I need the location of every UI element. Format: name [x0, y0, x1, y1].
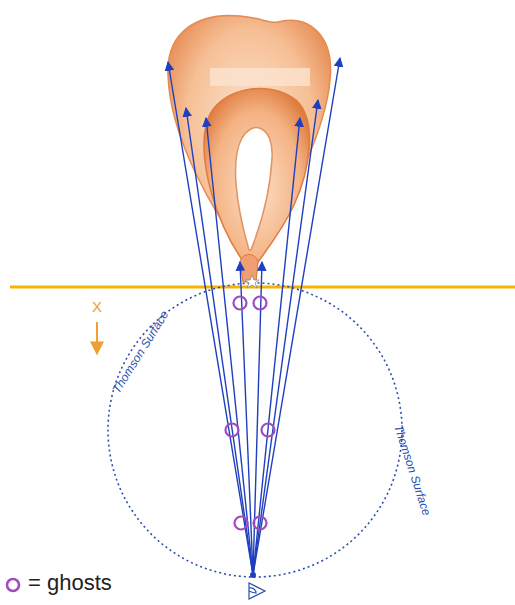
sight-lines [168, 58, 340, 575]
observer-dot [250, 572, 256, 578]
x-arrow [96, 322, 98, 354]
legend-sample [4, 572, 22, 594]
thomson-surface [108, 283, 402, 577]
surface-label: Thomson Surface [110, 309, 170, 396]
legend: = ghosts [4, 572, 112, 594]
ghost-circles [226, 297, 275, 530]
surface-label: Thomson Surface [392, 423, 433, 517]
legend-text: = ghosts [28, 572, 112, 594]
eye-icon [249, 583, 265, 599]
plane-line [10, 286, 515, 289]
axis-label: X [92, 299, 102, 314]
